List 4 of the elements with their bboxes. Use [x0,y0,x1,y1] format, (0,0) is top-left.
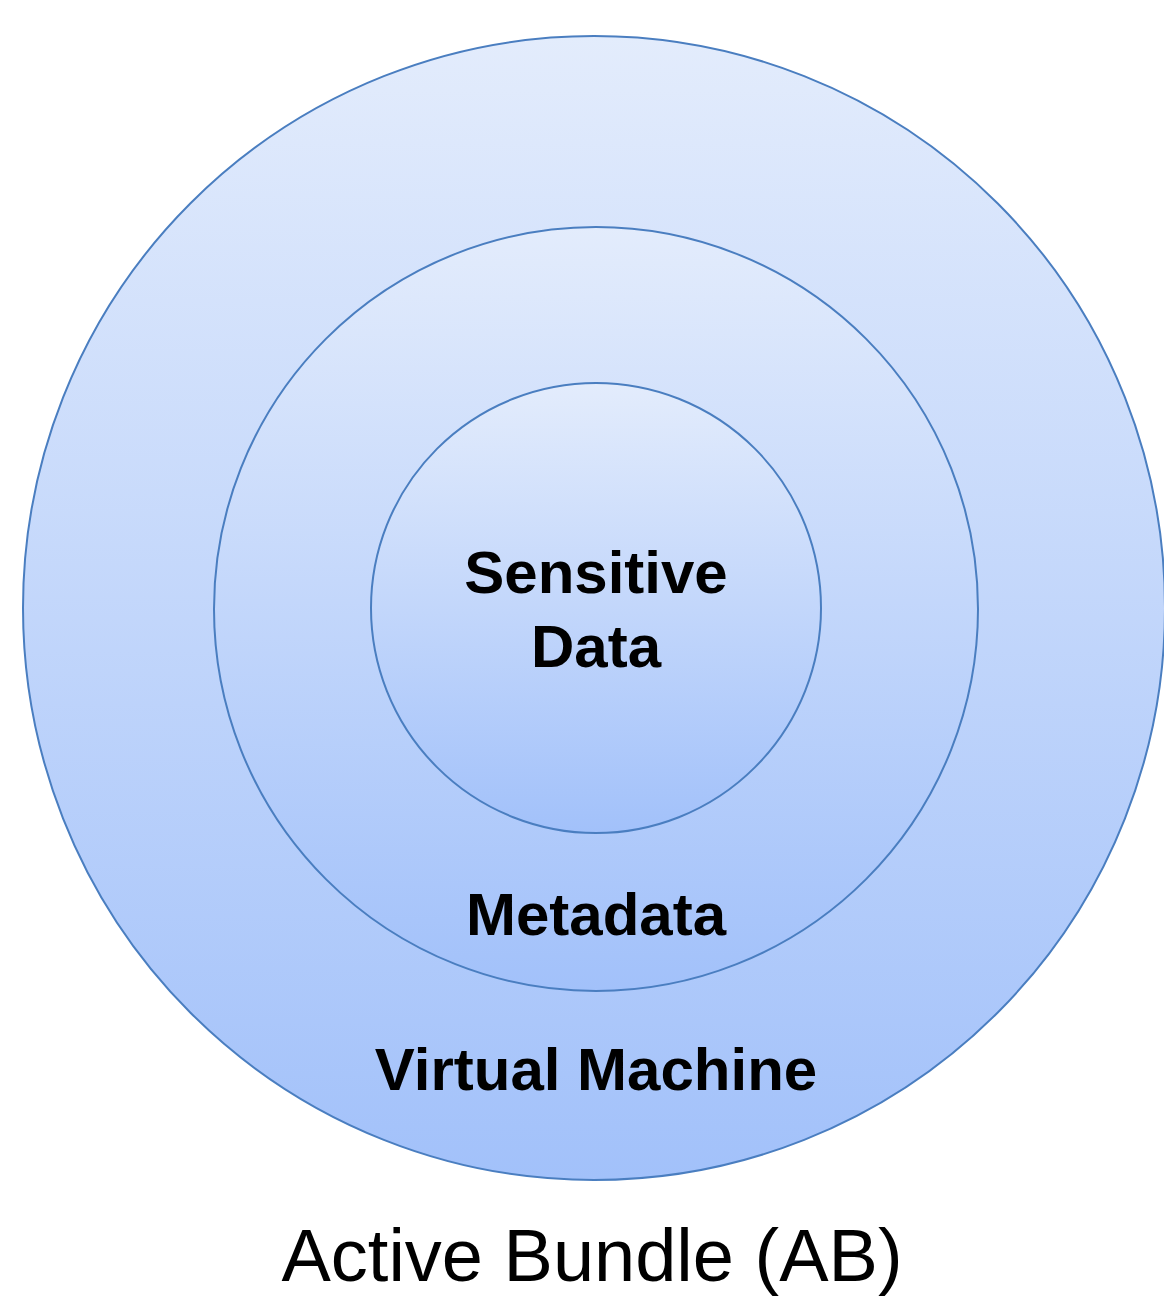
layer-label: Virtual Machine [373,1035,819,1105]
layer-label: Sensitive Data [463,538,729,682]
layer-label: Metadata [464,880,728,950]
caption: Active Bundle (AB) [280,1214,904,1298]
